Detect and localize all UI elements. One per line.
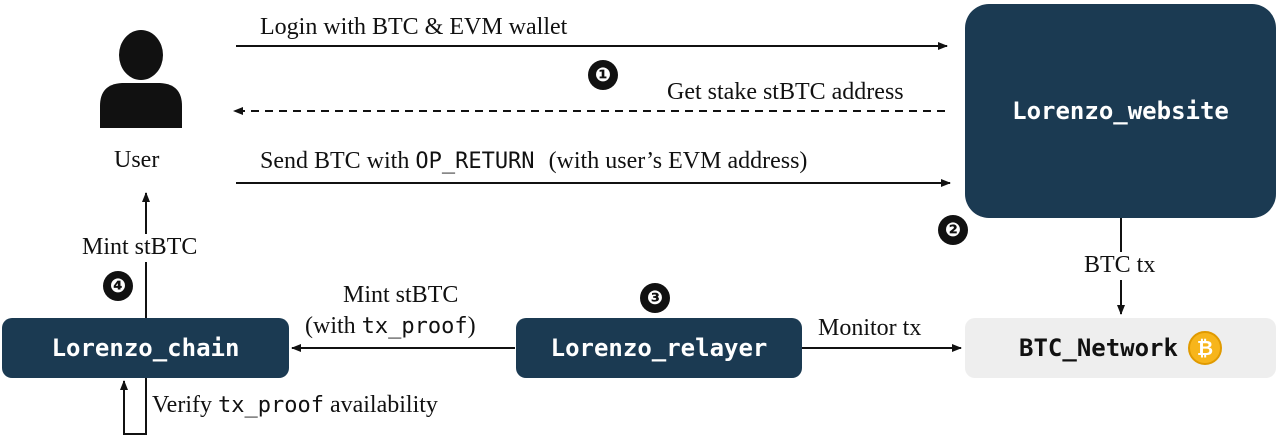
relayer-mint-prefix: (with <box>305 313 356 339</box>
lorenzo-relayer-node: Lorenzo_relayer <box>516 318 802 378</box>
send-btc-suffix: (with user’s EVM address) <box>548 148 808 174</box>
step-2-badge: ❷ <box>938 215 968 245</box>
relayer-mint-code: tx_proof <box>361 314 468 339</box>
user-icon <box>100 30 182 128</box>
arrow-verify-loop <box>123 378 147 435</box>
relayer-mint-line2: (with tx_proof) <box>305 313 476 341</box>
step-1-badge: ❶ <box>588 60 618 90</box>
btc-network-label: BTC_Network <box>1019 334 1178 362</box>
btc-tx-label: BTC tx <box>1081 252 1159 280</box>
send-btc-code: OP_RETURN <box>415 149 535 174</box>
step-3-badge: ❸ <box>640 283 670 313</box>
relayer-mint-line1: Mint stBTC <box>343 282 459 308</box>
btc-network-node: BTC_Network ₿ <box>965 318 1276 378</box>
lorenzo-chain-label: Lorenzo_chain <box>51 334 240 362</box>
chain-mint-label: Mint stBTC <box>80 234 200 262</box>
verify-code: tx_proof <box>217 393 324 418</box>
verify-prefix: Verify <box>152 392 212 418</box>
user-label: User <box>114 147 160 173</box>
login-label: Login with BTC & EVM wallet <box>260 14 568 40</box>
lorenzo-relayer-label: Lorenzo_relayer <box>550 334 768 362</box>
bitcoin-symbol: ₿ <box>1196 335 1214 360</box>
get-address-label: Get stake stBTC address <box>667 79 904 105</box>
lorenzo-chain-node: Lorenzo_chain <box>2 318 289 378</box>
send-btc-prefix: Send BTC with <box>260 148 410 174</box>
bitcoin-coin-icon: ₿ <box>1187 331 1222 365</box>
lorenzo-website-label: Lorenzo_website <box>1012 97 1229 125</box>
monitor-tx-label: Monitor tx <box>818 315 922 341</box>
send-btc-label: Send BTC with OP_RETURN (with user’s EVM… <box>260 148 807 176</box>
lorenzo-website-node: Lorenzo_website <box>965 4 1276 218</box>
relayer-mint-suffix: ) <box>467 313 476 339</box>
verify-suffix: availability <box>329 392 438 418</box>
verify-label: Verify tx_proof availability <box>152 392 438 420</box>
step-4-badge: ❹ <box>103 271 133 301</box>
